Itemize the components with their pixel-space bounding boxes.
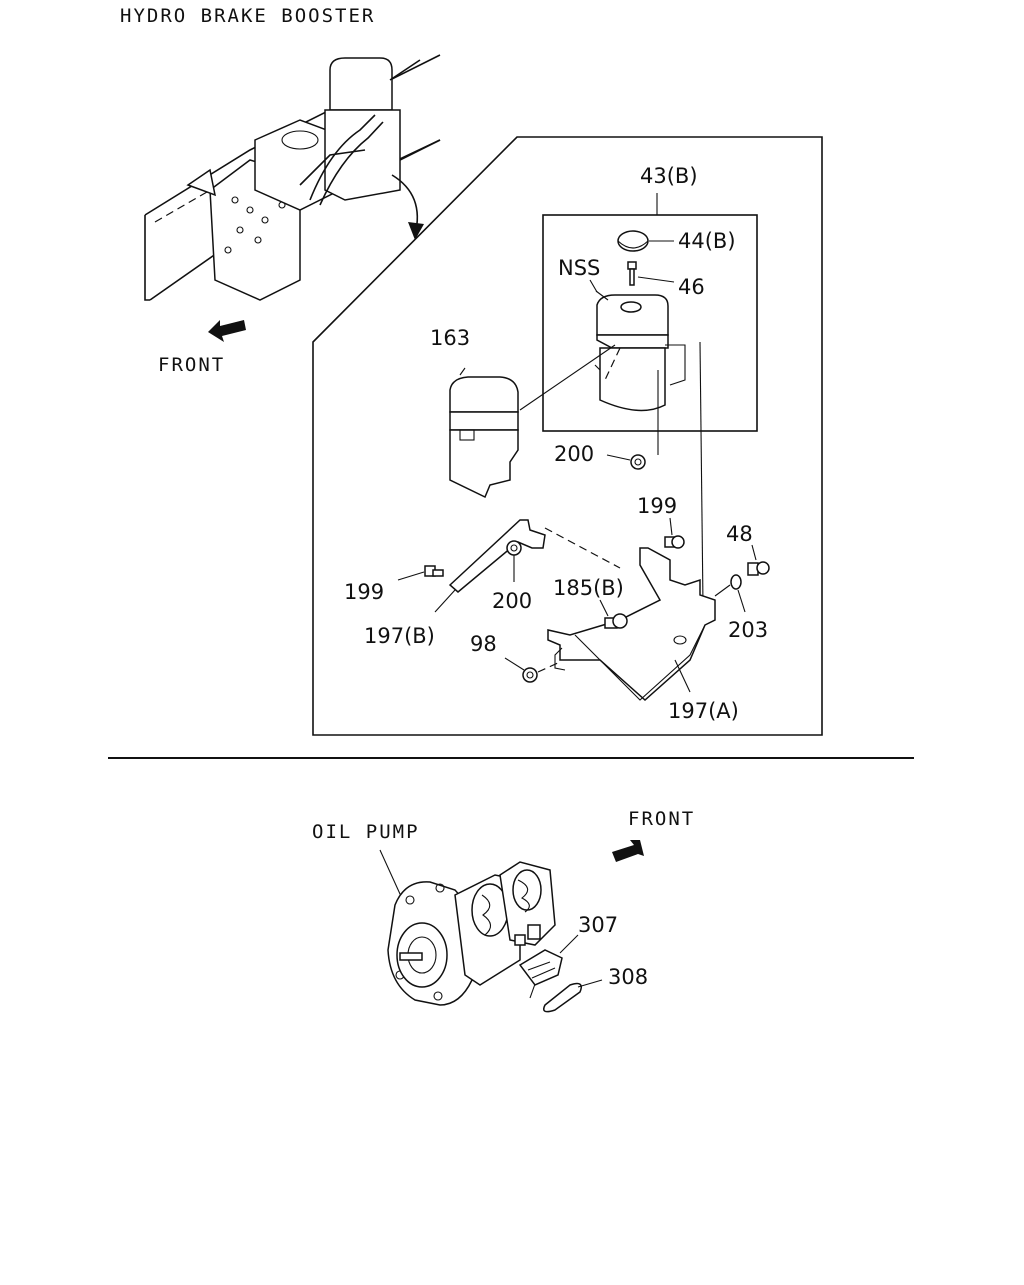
reservoir-tank [589, 279, 686, 412]
reservoir-cover [449, 367, 519, 499]
front-arrow-top: FRONT [158, 320, 246, 376]
callout-203: 203 [728, 618, 768, 642]
callouts-top: 43(B) 44(B) NSS 46 163 200 199 48 199 18… [344, 164, 768, 723]
callout-308: 308 [608, 965, 648, 989]
bracket-197b [434, 519, 621, 613]
front-label-top: FRONT [158, 354, 225, 376]
bolt-48 [747, 544, 770, 576]
bolt-199-right [664, 517, 685, 549]
nut-200-upper [606, 454, 646, 470]
bolt-185b [599, 599, 628, 629]
oil-pump-illustration [387, 861, 603, 1013]
bracket-197a [547, 547, 716, 702]
callout-307: 307 [578, 913, 618, 937]
reservoir-cap [617, 230, 674, 252]
callout-185b: 185(B) [553, 576, 624, 600]
callout-nss: NSS [558, 256, 600, 280]
callout-197a: 197(A) [668, 699, 739, 723]
callout-200-upper: 200 [554, 442, 594, 466]
strainer [627, 261, 675, 286]
callout-98: 98 [470, 632, 497, 656]
nut-98 [504, 657, 561, 683]
title-oil-pump: OIL PUMP [312, 821, 420, 843]
washer-203 [714, 574, 746, 613]
callout-43b: 43(B) [640, 164, 698, 188]
callout-200-lower: 200 [492, 589, 532, 613]
callout-197b: 197(B) [364, 624, 435, 648]
bolt-199-left [397, 565, 444, 581]
callout-163: 163 [430, 326, 470, 350]
title-hydro-brake-booster: HYDRO BRAKE BOOSTER [120, 5, 375, 27]
reservoir-assembly-box [542, 214, 758, 432]
detail-frame [312, 136, 823, 736]
front-arrow-bottom: FRONT [612, 808, 695, 862]
callouts-bottom: 307 308 [578, 913, 648, 989]
frame-overview-illustration [144, 54, 441, 301]
callout-199-left: 199 [344, 580, 384, 604]
callout-48: 48 [726, 522, 753, 546]
callout-46: 46 [678, 275, 705, 299]
front-label-bottom: FRONT [628, 808, 695, 830]
nut-200-lower [506, 540, 522, 582]
callout-199-right: 199 [637, 494, 677, 518]
callout-44b: 44(B) [678, 229, 736, 253]
